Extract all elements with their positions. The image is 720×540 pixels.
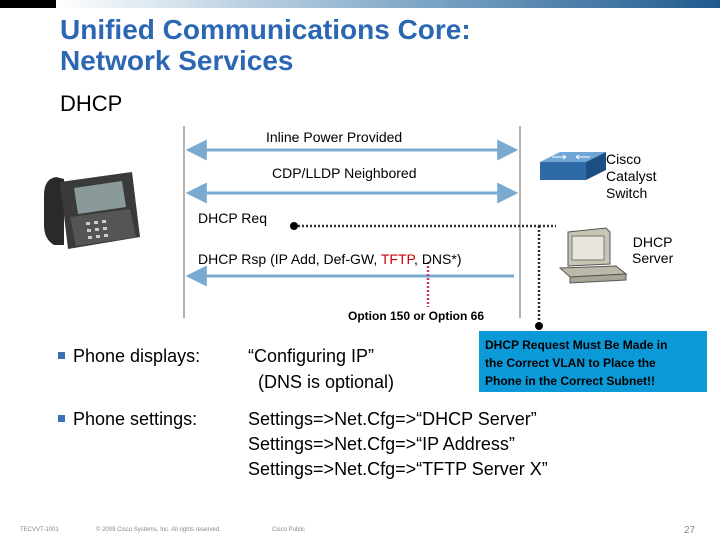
footer-course-code: TECVVT-1001: [20, 527, 59, 533]
dhcp-rsp-post: , DNS*): [414, 251, 462, 267]
dhcp-req-label: DHCP Req: [198, 210, 267, 226]
cdp-label: CDP/LLDP Neighbored: [272, 165, 417, 181]
switch-label-line-2: Catalyst: [606, 168, 657, 184]
switch-label-line-3: Switch: [606, 185, 648, 201]
footer-classification: Cisco Public: [272, 527, 306, 533]
vlan-callout: DHCP Request Must Be Made in the Correct…: [479, 331, 707, 392]
dhcp-rsp-pre: DHCP Rsp (IP Add, Def-GW,: [198, 251, 381, 267]
server-label-line-1: DHCP: [632, 234, 673, 250]
bullet-label: Phone settings:: [73, 409, 198, 429]
bullet-phone-settings-line-3: Settings=>Net.Cfg=>“TFTP Server X”: [248, 459, 548, 479]
inline-power-label: Inline Power Provided: [266, 129, 403, 145]
dhcp-rsp-tftp: TFTP: [380, 251, 415, 267]
top-banner-gradient: [56, 0, 720, 8]
bullet-marker: [58, 351, 65, 359]
footer-copyright: © 2009 Cisco Systems, Inc. All rights re…: [96, 527, 221, 533]
bullet-phone-settings: Phone settings:: [58, 409, 197, 430]
bullet-phone-displays: Phone displays:: [58, 346, 200, 367]
bullet-marker: [58, 414, 65, 422]
server-label-line-2: Server: [632, 250, 674, 266]
callout-line-3: Phone in the Correct Subnet!!: [485, 374, 656, 388]
top-banner-black: [0, 0, 56, 8]
switch-label-line-1: Cisco: [606, 151, 642, 167]
dhcp-req-start-dot: [290, 222, 298, 230]
callout-line-2: the Correct VLAN to Place the: [485, 356, 656, 370]
slide-title-line-2: Network Services: [60, 45, 294, 76]
top-banner: [0, 0, 720, 8]
dhcp-rsp-label: DHCP Rsp (IP Add, Def-GW, TFTP, DNS*): [198, 251, 462, 267]
server-label: DHCP Server: [632, 234, 673, 266]
bullet-phone-settings-line-1: Settings=>Net.Cfg=>“DHCP Server”: [248, 409, 537, 429]
callout-line-1: DHCP Request Must Be Made in: [485, 338, 668, 352]
bullet-phone-displays-line-1: “Configuring IP”: [248, 346, 375, 366]
dhcp-server-icon: [558, 227, 628, 284]
slide-title: Unified Communications Core: Network Ser…: [60, 14, 620, 76]
switch-label: Cisco Catalyst Switch: [606, 151, 657, 202]
catalyst-switch-icon: [540, 152, 606, 180]
bullet-phone-settings-line-2: Settings=>Net.Cfg=>“IP Address”: [248, 434, 515, 454]
ip-phone-icon: [44, 172, 140, 249]
dhcp-req-end-dot: [535, 322, 543, 330]
bullet-phone-displays-line-2: (DNS is optional): [258, 372, 395, 392]
slide-title-line-1: Unified Communications Core:: [60, 14, 471, 45]
page-number: 27: [684, 525, 696, 536]
option-label: Option 150 or Option 66: [348, 309, 485, 323]
slide-subtitle: DHCP: [60, 91, 123, 116]
bullet-label: Phone displays:: [73, 346, 201, 366]
